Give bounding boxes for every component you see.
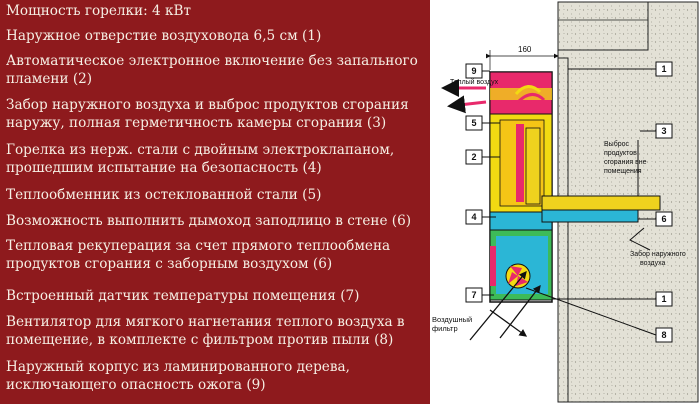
warm-air-outlet — [514, 79, 546, 104]
exhaust-label-line-1: Выброс — [604, 140, 629, 148]
fan-icon — [505, 263, 531, 289]
svg-text:1: 1 — [661, 294, 666, 304]
intake-label-line-1: Забор наружного — [630, 250, 686, 258]
callout-4: 4 — [465, 209, 496, 225]
feature-item-temp-sensor: Встроенный датчик температуры помещения … — [6, 288, 360, 304]
intake-label-line-2: воздуха — [640, 260, 666, 267]
callout-2: 2 — [465, 149, 500, 165]
callout-3: 3 — [640, 123, 673, 139]
svg-text:1: 1 — [661, 64, 666, 74]
feature-list: Мощность горелки: 4 кВт Наружное отверст… — [6, 3, 418, 394]
svg-text:9: 9 — [471, 66, 476, 76]
flue-duct — [525, 127, 661, 223]
callout-5: 5 — [465, 115, 500, 131]
filter-label-line-1: Воздушный — [432, 315, 472, 324]
dimension-160: 160 — [486, 45, 559, 70]
svg-text:7: 7 — [471, 290, 476, 300]
svg-text:8: 8 — [661, 330, 666, 340]
filter-label-line-2: фильтр — [432, 324, 458, 333]
svg-text:3: 3 — [661, 126, 666, 136]
heater-diagram: 160 — [430, 0, 700, 404]
feature-item-casing: Наружный корпус из ламинированного дерев… — [6, 359, 350, 394]
feature-item-burner-power: Мощность горелки: 4 кВт — [6, 3, 191, 19]
feature-item-heat-exchanger: Теплообменник из остеклованной стали (5) — [6, 187, 322, 203]
filter-arrows — [469, 270, 541, 341]
warm-air-label: Теплый воздух — [450, 78, 499, 86]
feature-item-fan: Вентилятор для мягкого нагнетания теплог… — [6, 314, 405, 349]
callout-7: 7 — [465, 287, 494, 303]
feature-item-heat-recovery: Тепловая рекуперация за счет прямого теп… — [6, 238, 391, 273]
callout-8: 8 — [525, 287, 673, 343]
dimension-label: 160 — [518, 45, 532, 54]
feature-item-duct-opening: Наружное отверстие воздуховода 6,5 см (1… — [6, 28, 322, 44]
svg-text:4: 4 — [471, 212, 476, 222]
exhaust-label-line-3: сгорания вне — [604, 159, 647, 166]
callout-9: 9 — [465, 63, 490, 79]
feature-item-flush-flue: Возможность выполнить дымоход заподлицо … — [6, 213, 412, 229]
warm-air-arrows — [441, 79, 487, 114]
feature-item-burner: Горелка из нерж. стали с двойным электро… — [6, 142, 395, 177]
svg-text:6: 6 — [661, 214, 666, 224]
svg-text:2: 2 — [471, 152, 476, 162]
feature-item-sealed-chamber: Забор наружного воздуха и выброс продукт… — [6, 97, 409, 132]
svg-text:5: 5 — [471, 118, 476, 128]
callout-1-top: 1 — [568, 61, 673, 77]
feature-item-electronic-ignition: Автоматическое электронное включение без… — [6, 53, 418, 88]
callout-1-bottom: 1 — [552, 291, 673, 307]
exhaust-label-line-4: помещения — [604, 168, 642, 175]
callout-6: 6 — [638, 211, 673, 227]
exhaust-label-line-2: продуктов — [604, 150, 637, 157]
